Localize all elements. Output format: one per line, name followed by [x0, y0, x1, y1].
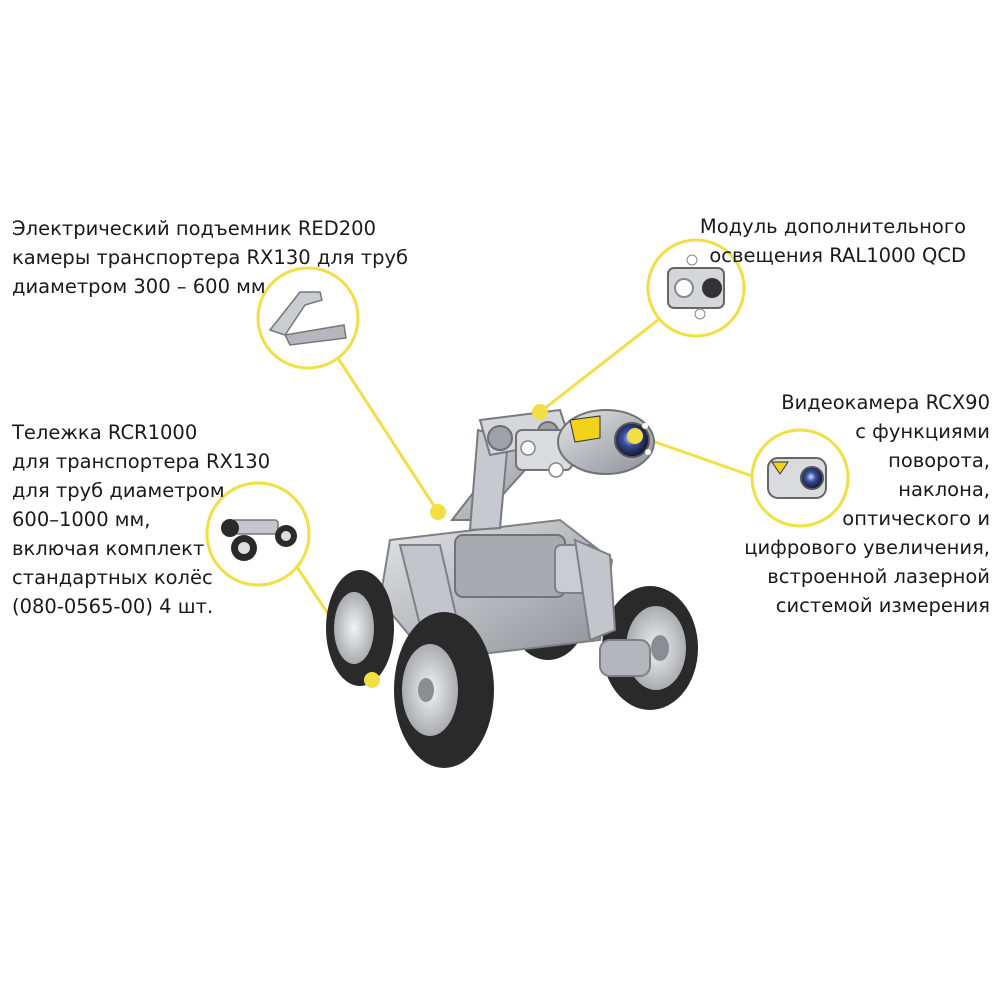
anchor-dots [364, 404, 643, 688]
callout-cart-line3: для труб диаметром [12, 479, 225, 502]
callout-camera-line3: поворота, [888, 449, 990, 472]
callout-cart-line6: стандартных колёс [12, 566, 213, 589]
callout-label-lift: Электрический подъемник RED200 камеры тра… [12, 214, 408, 301]
callout-bubble-light [646, 238, 746, 338]
callout-camera-line2: с функциями [855, 420, 990, 443]
anchor-dot-cart [364, 672, 380, 688]
callout-cart-line7: (080-0565-00) 4 шт. [12, 595, 214, 618]
callout-camera-line1: Видеокамера RCX90 [781, 391, 990, 414]
callout-cart-line2: для транспортера RX130 [12, 450, 271, 473]
wheel-front-left [394, 612, 494, 768]
leader-line-camera [637, 434, 753, 478]
anchor-dot-lift [430, 504, 446, 520]
callout-lift-line1: Электрический подъемник RED200 [12, 217, 376, 240]
callout-bubble-camera [750, 428, 850, 528]
robot-crawler [326, 408, 698, 768]
callout-bubble-lift [256, 266, 360, 370]
callout-lift-line2: камеры транспортера RX130 для труб [12, 246, 409, 269]
callout-light-line2: освещения RAL1000 QCD [709, 244, 966, 267]
leader-line-light [539, 318, 659, 414]
callout-label-camera: Видеокамера RCX90 с функциями поворота, нак… [744, 388, 990, 620]
callout-camera-line8: системой измерения [775, 594, 990, 617]
callout-camera-line5: оптического и [842, 507, 990, 530]
callout-camera-line4: наклона, [898, 478, 990, 501]
wheel-front-left-back [326, 570, 394, 686]
callout-camera-line6: цифрового увеличения, [744, 536, 990, 559]
callout-lift-line3: диаметром 300 – 600 мм [12, 275, 266, 298]
callout-label-light: Модуль дополнительного освещения RAL1000 … [700, 212, 966, 270]
callout-camera-line7: встроенной лазерной [767, 565, 990, 588]
cart-wheel-thumb [221, 519, 239, 537]
callout-cart-line4: 600–1000 мм, [12, 508, 151, 531]
callout-light-line1: Модуль дополнительного [699, 215, 966, 238]
anchor-dot-light [532, 404, 548, 420]
light-module-thumbnail [667, 267, 725, 309]
callout-bubble-cart [205, 481, 311, 587]
callout-cart-line5: включая комплект [12, 537, 205, 560]
callout-label-cart: Тележка RCR1000 для транспортера RX130 для… [12, 418, 270, 621]
callout-cart-line1: Тележка RCR1000 [12, 421, 198, 444]
anchor-dot-camera [627, 428, 643, 444]
leader-line-lift [334, 354, 440, 513]
